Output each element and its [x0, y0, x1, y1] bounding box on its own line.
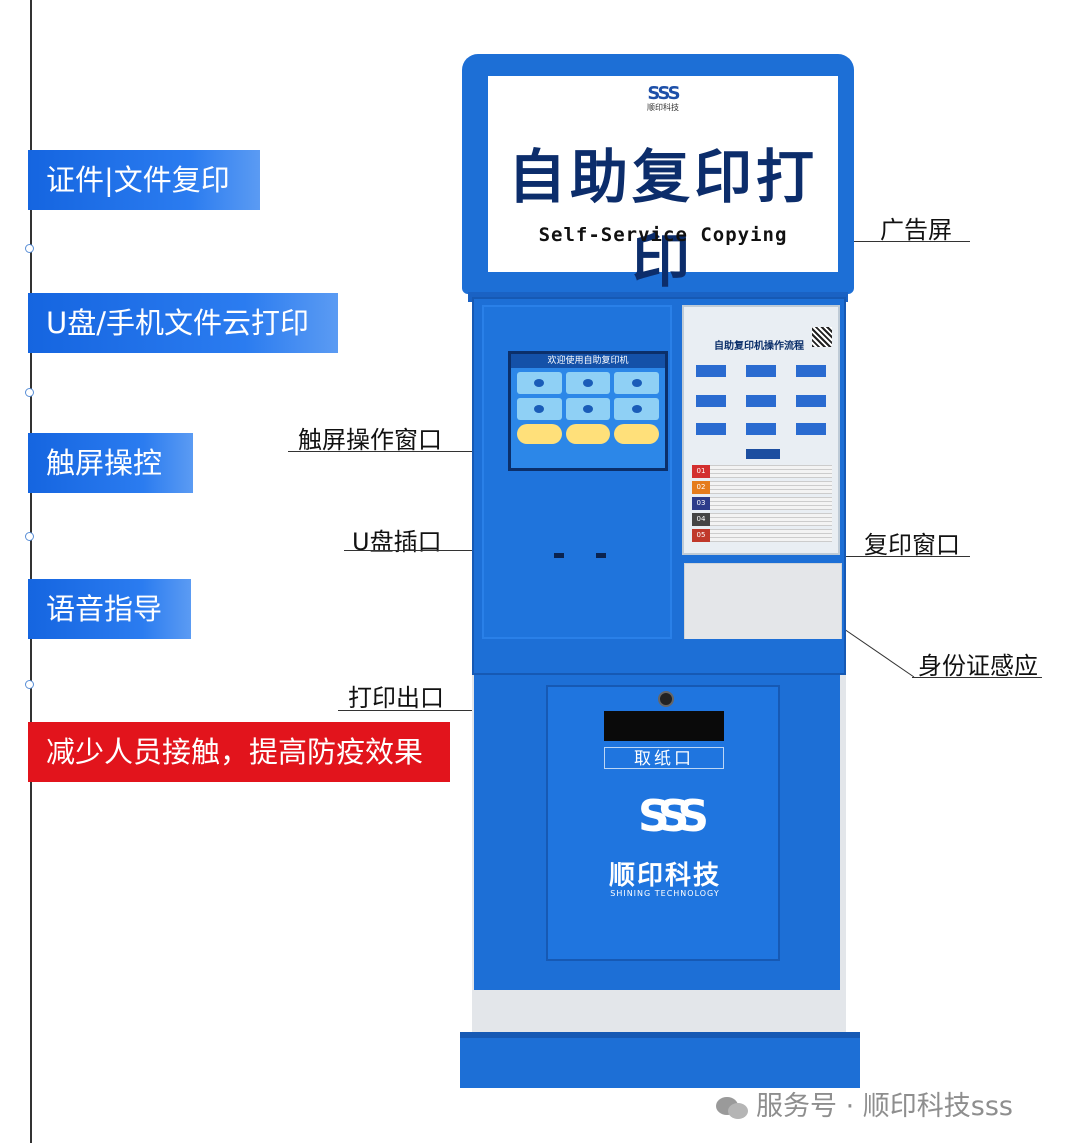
brand-name-cn: 顺印科技 — [608, 861, 721, 891]
watermark: 服务号 · 顺印科技sss — [716, 1084, 1013, 1123]
feature-tag-touch-control: 触屏操控 — [28, 433, 193, 493]
watermark-text: 服务号 · 顺印科技sss — [756, 1091, 1013, 1122]
instruction-step: 02 — [692, 481, 832, 494]
timeline-line — [30, 0, 32, 1143]
timeline-dot — [25, 680, 34, 689]
flow-box — [746, 395, 776, 407]
app-icon — [582, 378, 593, 387]
instruction-step: 03 — [692, 497, 832, 510]
usb-port — [596, 553, 606, 558]
instruction-step: 04 — [692, 513, 832, 526]
flow-box — [796, 395, 826, 407]
brand-name-en: SHINING TECHNOLOGY — [610, 889, 720, 898]
touch-screen-button — [565, 372, 611, 394]
instruction-step: 01 — [692, 465, 832, 478]
flow-chart — [692, 361, 832, 441]
feature-tag-cloud-print: U盘/手机文件云打印 — [28, 293, 338, 353]
touch-screen-button — [614, 398, 659, 420]
cabinet-door: 取纸口 SSS 顺印科技 SHINING TECHNOLOGY — [546, 685, 780, 961]
callout-line — [912, 677, 1042, 678]
callout-line — [826, 241, 970, 242]
ad-title: 自助复印打印 — [507, 143, 818, 295]
flow-box — [746, 365, 776, 377]
kiosk: SSS 顺印科技 自助复印打印 Self-Service Copying 欢迎使… — [460, 52, 860, 1092]
app-icon — [534, 378, 545, 387]
ad-screen-frame: SSS 顺印科技 自助复印打印 Self-Service Copying — [462, 54, 854, 295]
callout-line — [344, 550, 554, 551]
kiosk-lower-front: 取纸口 SSS 顺印科技 SHINING TECHNOLOGY — [474, 675, 840, 990]
id-card-reader — [684, 563, 842, 643]
callout-print-outlet: 打印出口 — [348, 684, 444, 712]
instruction-steps: 01 02 03 04 05 — [692, 465, 832, 545]
touch-screen-button — [517, 372, 562, 394]
callout-touch-window: 触屏操作窗口 — [298, 426, 442, 454]
timeline-dot — [25, 244, 34, 253]
touch-screen: 欢迎使用自助复印机 — [508, 351, 668, 471]
print-outlet-slot — [604, 711, 724, 741]
app-icon — [631, 404, 642, 413]
callout-id-reader: 身份证感应 — [918, 652, 1038, 680]
brand-logo-icon: SSS — [647, 83, 680, 104]
touch-screen-bubble — [614, 424, 659, 444]
ad-logo-text: 顺印科技 — [647, 103, 679, 112]
lock-icon — [658, 691, 674, 707]
callout-line — [830, 556, 970, 557]
ad-subtitle: Self-Service Copying — [538, 224, 788, 246]
touch-screen-bubble — [517, 424, 562, 444]
feature-tag-copy: 证件|文件复印 — [28, 150, 260, 210]
timeline-dot — [25, 532, 34, 541]
callout-ad-screen: 广告屏 — [880, 216, 952, 244]
kiosk-sill — [474, 639, 844, 673]
touch-screen-button — [517, 398, 562, 420]
ad-screen: SSS 顺印科技 自助复印打印 Self-Service Copying — [488, 76, 838, 295]
qr-code-icon — [812, 327, 832, 347]
flow-box — [796, 423, 826, 435]
callout-usb-port: U盘插口 — [352, 528, 442, 556]
callout-line — [288, 451, 508, 452]
app-icon — [534, 404, 545, 413]
app-icon — [631, 378, 642, 387]
feature-tag-voice-guide: 语音指导 — [28, 579, 191, 639]
kiosk-lower-body: 取纸口 SSS 顺印科技 SHINING TECHNOLOGY — [472, 675, 846, 1035]
panel-title: 自助复印机操作流程 — [714, 341, 804, 352]
copy-window-panel: 自助复印机操作流程 01 02 03 04 05 — [682, 305, 840, 555]
touch-screen-grid — [511, 368, 665, 448]
touch-panel: 欢迎使用自助复印机 — [482, 305, 672, 639]
kiosk-base — [460, 1032, 860, 1088]
touch-screen-bubble — [565, 424, 611, 444]
flow-box — [746, 423, 776, 435]
touch-screen-button — [565, 398, 611, 420]
flow-box — [696, 395, 726, 407]
kiosk-upper-body: 欢迎使用自助复印机 自助复印机操作流程 — [472, 297, 846, 675]
timeline-dot — [25, 388, 34, 397]
flow-box — [696, 365, 726, 377]
ad-logo: SSS 顺印科技 — [643, 83, 683, 113]
wechat-icon — [716, 1095, 750, 1121]
feature-tag-epidemic: 减少人员接触，提高防疫效果 — [28, 722, 450, 782]
touch-screen-button — [614, 372, 659, 394]
touch-screen-header: 欢迎使用自助复印机 — [511, 354, 665, 368]
callout-copy-window: 复印窗口 — [864, 531, 960, 559]
paper-tray-label: 取纸口 — [604, 747, 724, 769]
instructions-heading — [746, 449, 780, 459]
app-icon — [582, 404, 593, 413]
instruction-step: 05 — [692, 529, 832, 542]
usb-port — [554, 553, 564, 558]
flow-box — [696, 423, 726, 435]
flow-box — [796, 365, 826, 377]
brand-logo-icon: SSS — [638, 791, 709, 842]
